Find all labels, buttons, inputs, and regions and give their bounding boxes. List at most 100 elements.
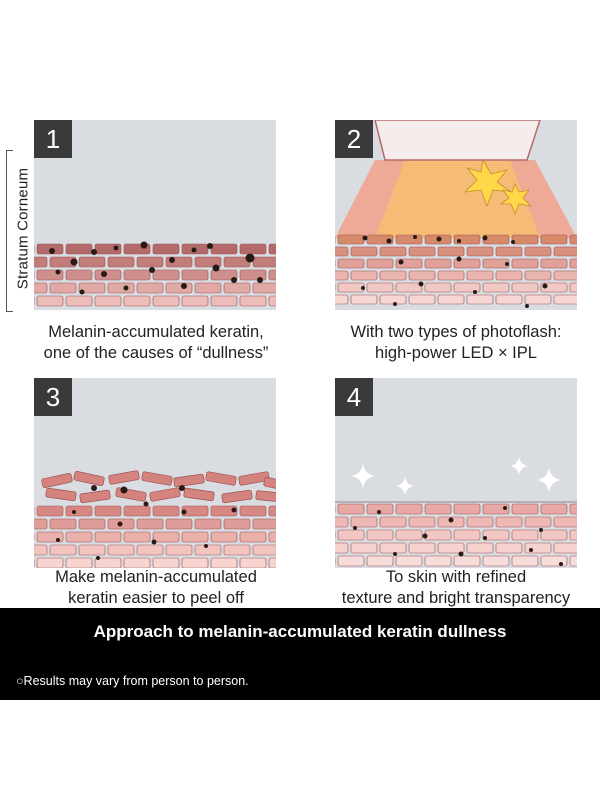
- skin-cell: [335, 516, 349, 528]
- skin-cell: [466, 294, 494, 305]
- skin-cell: [252, 282, 276, 294]
- skin-cell: [553, 246, 577, 257]
- skin-cell: [268, 243, 276, 255]
- melanin-dot: [361, 286, 365, 290]
- skin-cell: [482, 282, 510, 293]
- panel-3-illustration: 3: [34, 378, 276, 568]
- melanin-dot: [123, 285, 129, 291]
- skin-cell: [152, 531, 180, 543]
- panel-3-caption: Make melanin-accumulated keratin easier …: [16, 567, 296, 609]
- skin-cell: [524, 294, 552, 305]
- skin-cell: [350, 246, 378, 257]
- skin-cell: [223, 518, 251, 530]
- skin-cell: [569, 282, 577, 293]
- skin-cell: [482, 555, 510, 567]
- skin-cell: [65, 557, 93, 568]
- skin-cell: [482, 503, 510, 515]
- skin-cell: [524, 270, 552, 281]
- skin-cell: [379, 542, 407, 554]
- skin-cell: [495, 270, 523, 281]
- skin-cell: [466, 516, 494, 528]
- skin-cell: [223, 544, 251, 556]
- skin-cell: [408, 246, 436, 257]
- melanin-dot: [456, 256, 462, 262]
- skin-cell: [453, 258, 481, 269]
- melanin-dot: [91, 249, 97, 255]
- skin-cell: [34, 282, 48, 294]
- melanin-dot: [362, 235, 368, 241]
- keratin-flake: [263, 477, 276, 492]
- skin-cell: [268, 269, 276, 281]
- skin-cell: [540, 282, 568, 293]
- caption-line: With two types of photoflash:: [350, 323, 562, 341]
- keratin-flake: [41, 473, 73, 488]
- melanin-dot: [72, 510, 76, 514]
- skin-cell: [194, 282, 222, 294]
- skin-cell: [540, 503, 568, 515]
- skin-cell: [65, 505, 93, 517]
- caption-line: one of the causes of “dullness”: [43, 344, 269, 362]
- melanin-dot: [525, 304, 529, 308]
- keratin-flake: [183, 487, 215, 502]
- skin-cell: [424, 529, 452, 541]
- melanin-dot: [422, 533, 428, 539]
- skin-cell: [107, 544, 135, 556]
- skin-cell: [335, 542, 349, 554]
- melanin-dot: [473, 290, 477, 294]
- melanin-dot: [140, 241, 148, 249]
- skin-cell: [94, 557, 122, 568]
- skin-cell: [495, 542, 523, 554]
- sparkle-icon: [510, 457, 528, 475]
- skin-cell: [553, 294, 577, 305]
- peeling-keratin: [34, 378, 276, 568]
- skin-cell: [495, 246, 523, 257]
- skin-cell: [152, 269, 180, 281]
- skin-cell: [337, 503, 365, 515]
- melanin-dot: [212, 264, 220, 272]
- skin-cell: [511, 282, 539, 293]
- skin-cell: [65, 295, 93, 307]
- melanin-dot: [120, 486, 128, 494]
- skin-cell: [49, 282, 77, 294]
- caption-line: Melanin-accumulated keratin,: [48, 323, 264, 341]
- skin-cell: [337, 234, 365, 245]
- bottom-banner: Approach to melanin-accumulated keratin …: [0, 608, 600, 700]
- keratin-flake: [205, 471, 237, 486]
- melanin-dot: [143, 501, 149, 507]
- skin-cell: [337, 529, 365, 541]
- keratin-flake: [238, 471, 270, 486]
- melanin-dot: [169, 257, 175, 263]
- melanin-dot: [113, 245, 119, 251]
- skin-cell: [123, 505, 151, 517]
- skin-cell: [239, 295, 267, 307]
- skin-cell: [252, 518, 276, 530]
- skin-cell: [366, 258, 394, 269]
- skin-cell: [335, 246, 349, 257]
- skin-cell: [350, 294, 378, 305]
- skin-cell: [511, 258, 539, 269]
- skin-cell: [34, 256, 48, 268]
- skin-cell: [466, 270, 494, 281]
- skin-cell: [268, 531, 276, 543]
- caption-line: Make melanin-accumulated: [55, 568, 257, 586]
- skin-cell: [366, 529, 394, 541]
- skin-cell: [268, 505, 276, 517]
- skin-cell: [239, 557, 267, 568]
- skin-cell: [453, 282, 481, 293]
- melanin-dot: [231, 507, 237, 513]
- skin-cell: [511, 529, 539, 541]
- skin-cell: [123, 557, 151, 568]
- skin-cell: [337, 258, 365, 269]
- panel-4-illustration: 4: [335, 378, 577, 568]
- skin-cell: [424, 555, 452, 567]
- skin-cell: [165, 282, 193, 294]
- skin-cell: [34, 544, 48, 556]
- skin-cell: [78, 518, 106, 530]
- skin-cell: [210, 295, 238, 307]
- melanin-dot: [482, 235, 488, 241]
- skin-cell: [437, 542, 465, 554]
- keratin-flake: [141, 471, 173, 486]
- melanin-dot: [393, 302, 397, 306]
- skin-cell: [408, 294, 436, 305]
- skin-cell: [569, 529, 577, 541]
